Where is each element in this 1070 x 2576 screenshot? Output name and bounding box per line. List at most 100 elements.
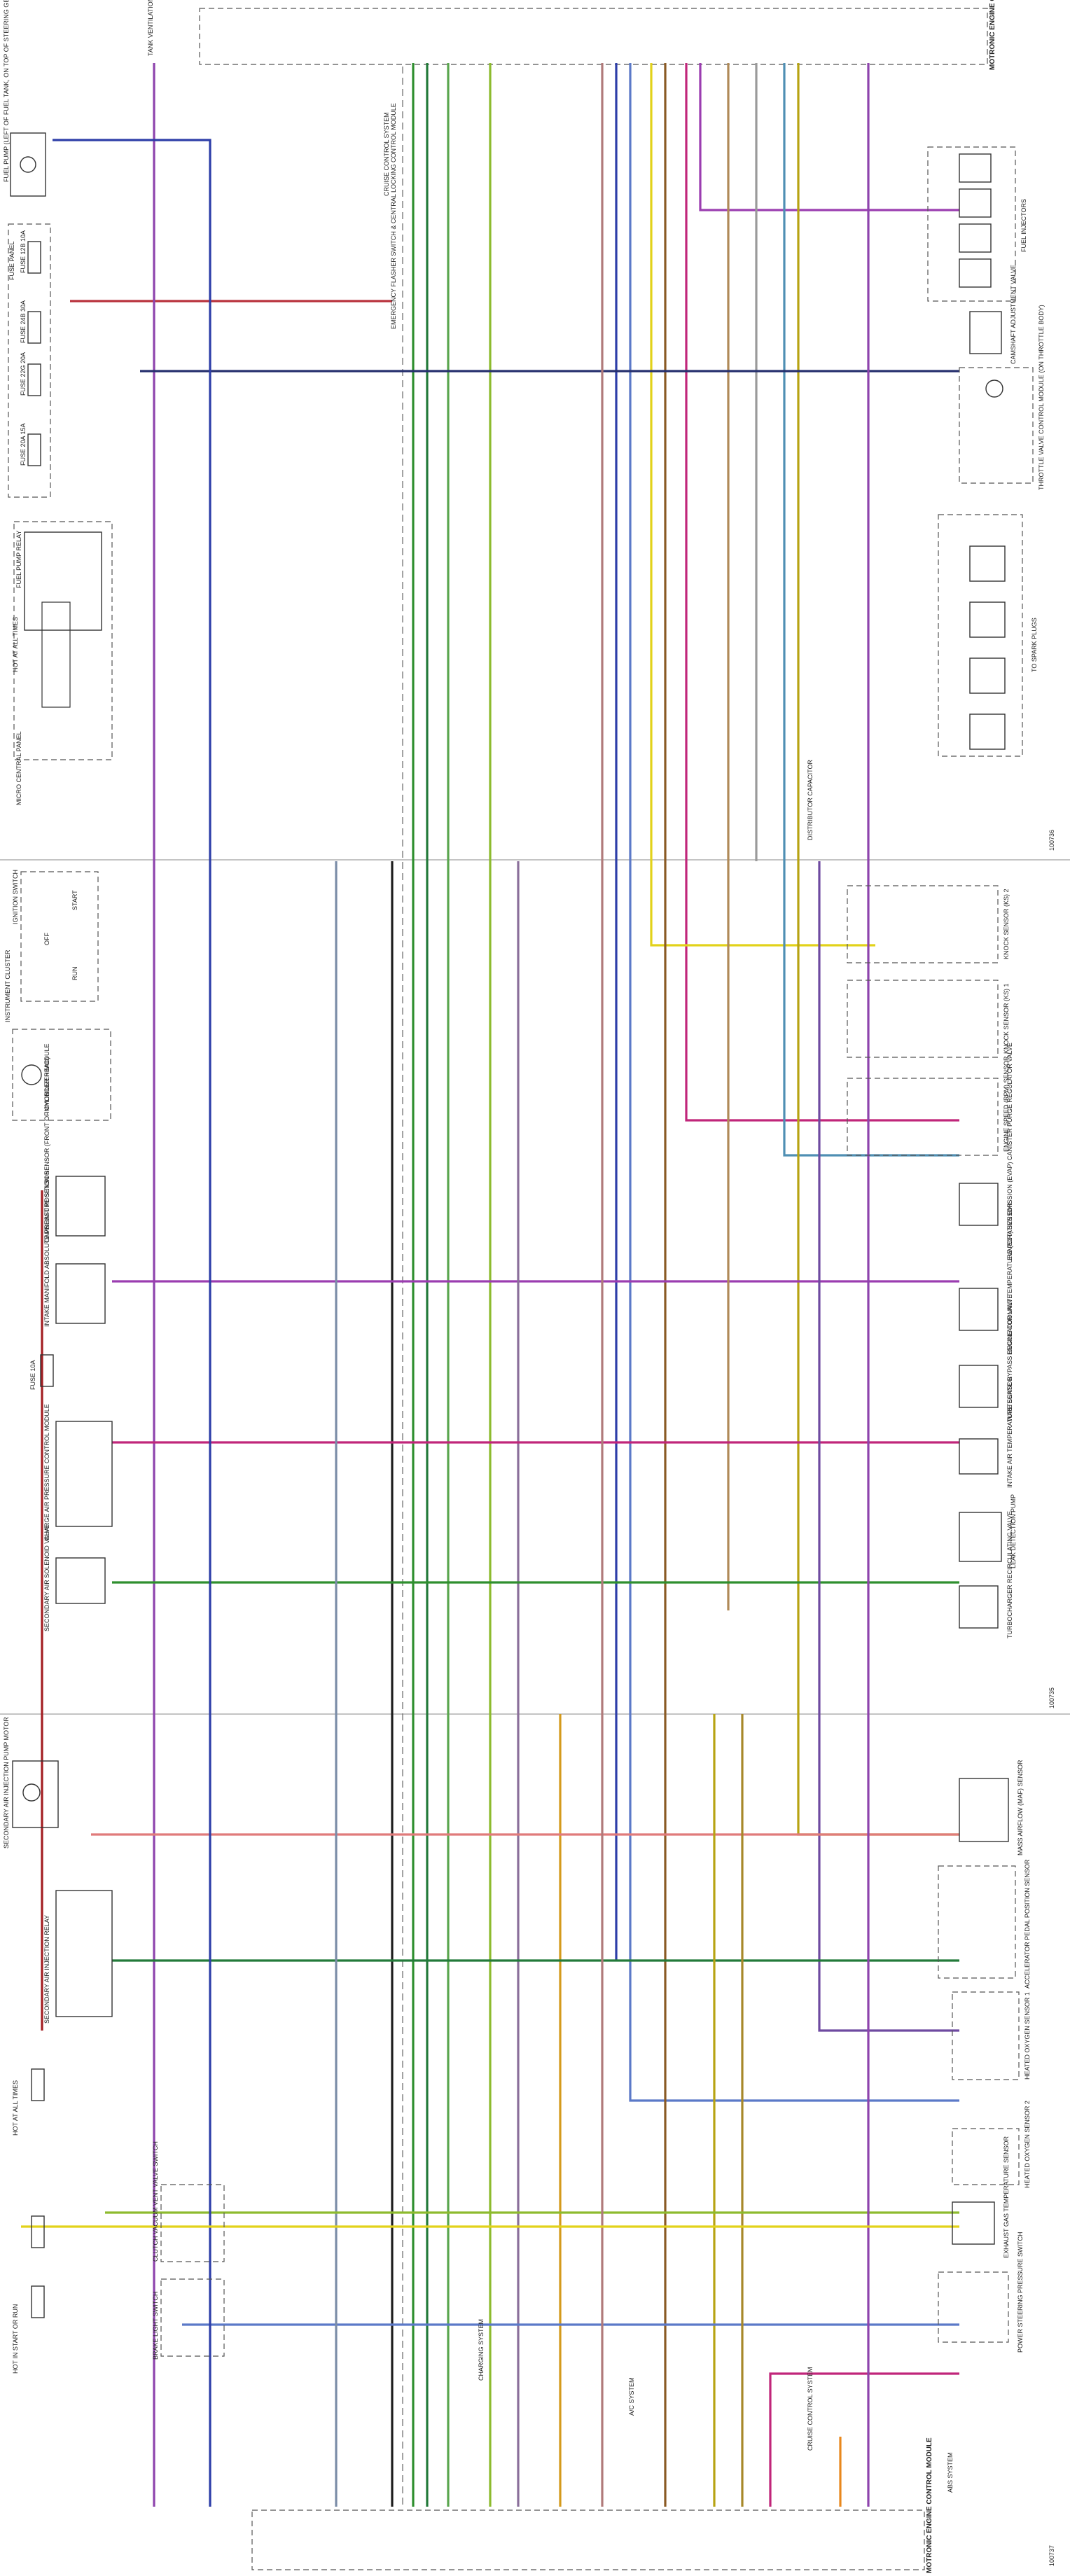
label-ecm-bottom: MOTRONIC ENGINE CONTROL MODULE xyxy=(926,2437,933,2573)
clutch-switch-box xyxy=(160,2184,225,2262)
ecm-bottom-outline xyxy=(251,2509,925,2570)
code-top-right: 100736 xyxy=(1048,830,1055,851)
label-brake-switch: BRAKE LIGHT SWITCH xyxy=(152,2292,159,2360)
accel-pedal-box xyxy=(938,1865,1016,1979)
label-secondary-air-pump: SECONDARY AIR INJECTION PUMP MOTOR xyxy=(3,1717,10,1849)
label-fuse-panel: FUSE PANEL xyxy=(8,242,15,280)
label-distributor-cap: DISTRIBUTOR CAPACITOR xyxy=(807,759,814,840)
maf-sensor-box xyxy=(959,1778,1009,1842)
wire-trace xyxy=(769,2372,959,2507)
label-emergency-flasher: EMERGENCY FLASHER SWITCH & CENTRAL LOCKI… xyxy=(390,103,397,329)
fuse-22g-box xyxy=(27,363,41,396)
label-ign-start: START xyxy=(71,890,78,910)
ect-sensor-box xyxy=(959,1288,999,1331)
label-hot-in-start-or-run: HOT IN START OR RUN xyxy=(12,2304,19,2374)
micro-central-panel-box xyxy=(13,521,113,760)
label-sai-relay: SECONDARY AIR INJECTION RELAY xyxy=(43,1915,50,2024)
label-instrument-cluster: INSTRUMENT CLUSTER xyxy=(4,949,11,1022)
secondary-air-valve-box xyxy=(55,1557,106,1604)
fuse-bottom-3-box xyxy=(31,2285,45,2318)
turbo-recirc-box xyxy=(959,1585,999,1629)
throttle-motor-icon xyxy=(985,380,1003,398)
label-knock-sensor-1: KNOCK SENSOR (KS) 1 xyxy=(1003,983,1010,1054)
label-fuse-24b: FUSE 24B 30A xyxy=(20,300,27,343)
wire-trace xyxy=(650,63,875,947)
label-secondary-air-valve: SECONDARY AIR SOLENOID VALVE xyxy=(43,1524,50,1631)
label-ect-sensor: ENGINE COOLANT TEMPERATURE (ECT) SENSOR xyxy=(1006,1202,1013,1355)
sai-relay-box xyxy=(55,1890,113,2017)
label-ac-system: A/C SYSTEM xyxy=(628,2377,635,2416)
label-iat-sensor: INTAKE AIR TEMPERATURE SENSOR xyxy=(1006,1376,1013,1488)
wire-trace xyxy=(818,861,959,2032)
label-throttle-valve: THROTTLE VALVE CONTROL MODULE (ON THROTT… xyxy=(1038,305,1045,490)
ecm-top-outline xyxy=(199,8,988,65)
label-knock-sensor-2: KNOCK SENSOR (KS) 2 xyxy=(1003,889,1010,959)
ignition-switch-box xyxy=(20,871,99,1002)
label-wastegate-bypass: WASTEGATE BYPASS REGULATOR VALVE xyxy=(1006,1295,1013,1421)
label-fuel-injectors: FUEL INJECTORS xyxy=(1020,199,1027,252)
label-hot-at-all-times-2: HOT AT ALL TIMES xyxy=(12,2080,19,2136)
iat-sensor-box xyxy=(959,1438,999,1475)
label-fuse-12b: FUSE 12B 10A xyxy=(20,230,27,273)
fuse-20a-box xyxy=(27,433,41,466)
label-ignition-switch: IGNITION SWITCH xyxy=(12,870,19,924)
power-steering-box xyxy=(938,2271,1009,2343)
label-hot-at-all-times-1: HOT AT ALL TIMES xyxy=(12,617,19,672)
secondary-air-pump-box xyxy=(12,1760,59,1828)
injector-1 xyxy=(959,153,992,183)
wire-trace xyxy=(53,139,211,2507)
throttle-valve-box xyxy=(959,367,1034,484)
label-tank-vent-valve: TANK VENTILATION VALVE xyxy=(147,0,154,56)
code-bottom-right: 100737 xyxy=(1048,2545,1055,2566)
coil-1 xyxy=(969,545,1006,582)
label-power-steering: POWER STEERING PRESSURE SWITCH xyxy=(1017,2232,1024,2353)
label-micro-central-panel: MICRO CENTRAL PANEL xyxy=(15,731,22,805)
label-exhaust-temp: EXHAUST GAS TEMPERATURE SENSOR xyxy=(1003,2136,1010,2258)
label-cruise-control-top: CRUISE CONTROL SYSTEM xyxy=(383,112,390,196)
instrument-cluster-box xyxy=(12,1029,111,1121)
label-charge-air-module: CHARGE AIR PRESSURE CONTROL MODULE xyxy=(43,1404,50,1540)
camshaft-sensor-box xyxy=(55,1176,106,1237)
label-ign-run: RUN xyxy=(71,967,78,981)
fuel-pump-motor-icon xyxy=(20,156,36,173)
label-charging-system: CHARGING SYSTEM xyxy=(478,2319,485,2381)
label-fuse-22g: FUSE 22G 20A xyxy=(20,352,27,396)
wire-trace xyxy=(629,63,959,2102)
label-ecm-top: MOTRONIC ENGINE CONTROL MODULE xyxy=(989,0,996,70)
leak-detection-box xyxy=(959,1512,1002,1562)
ho2s-2-box xyxy=(952,2128,1020,2185)
code-mid-right: 100735 xyxy=(1048,1687,1055,1708)
label-clutch-switch: CLUTCH VACUUM VENT VALVE SWITCH xyxy=(152,2141,159,2262)
label-map-sensor: INTAKE MANIFOLD ABSOLUTE PRESSURE SENSOR xyxy=(43,1170,50,1327)
fuel-pump-box xyxy=(10,132,46,197)
injector-3 xyxy=(959,223,992,253)
label-cruise-control-bottom: CRUISE CONTROL SYSTEM xyxy=(807,2367,814,2451)
label-ho2s-2: HEATED OXYGEN SENSOR 2 xyxy=(1024,2101,1031,2188)
label-camshaft-sensor: CAMSHAFT POSITION SENSOR (FRONT OF CYLIN… xyxy=(43,1057,50,1243)
ignition-coils-box xyxy=(938,514,1023,757)
relay-coil-icon xyxy=(41,601,71,708)
label-fuel-pump: FUEL PUMP (LEFT OF FUEL TANK, ON TOP OF … xyxy=(3,0,10,182)
secondary-air-pump-icon xyxy=(22,1783,41,1802)
label-abs-system: ABS SYSTEM xyxy=(947,2452,954,2493)
exhaust-temp-box xyxy=(952,2201,995,2245)
label-fuse-20a: FUSE 20A 15A xyxy=(20,423,27,466)
ho2s-1-box xyxy=(952,1991,1020,2080)
knock-sensor-2-box xyxy=(847,885,999,963)
label-immobilizer: IMMOBILIZER MODULE xyxy=(43,1043,50,1113)
camshaft-adj-valve-box xyxy=(969,311,1002,354)
fuel-injectors-box xyxy=(927,146,1016,302)
label-evap-purge: EVAPORATIVE EMISSION (EVAP) CANISTER PUR… xyxy=(1006,1043,1013,1260)
label-fuel-pump-relay: FUEL PUMP RELAY xyxy=(15,531,22,588)
injector-2 xyxy=(959,188,992,218)
injector-4 xyxy=(959,258,992,288)
fuse-12b-box xyxy=(27,241,41,274)
fuse-panel-box xyxy=(8,223,51,498)
label-maf-sensor: MASS AIRFLOW (MAF) SENSOR xyxy=(1017,1760,1024,1856)
map-sensor-box xyxy=(55,1263,106,1324)
engine-speed-sensor-box xyxy=(847,1078,999,1156)
coil-2 xyxy=(969,601,1006,638)
label-fuse-10a: FUSE 10A xyxy=(29,1360,36,1390)
label-to-spark-plugs: TO SPARK PLUGS xyxy=(1031,618,1038,672)
